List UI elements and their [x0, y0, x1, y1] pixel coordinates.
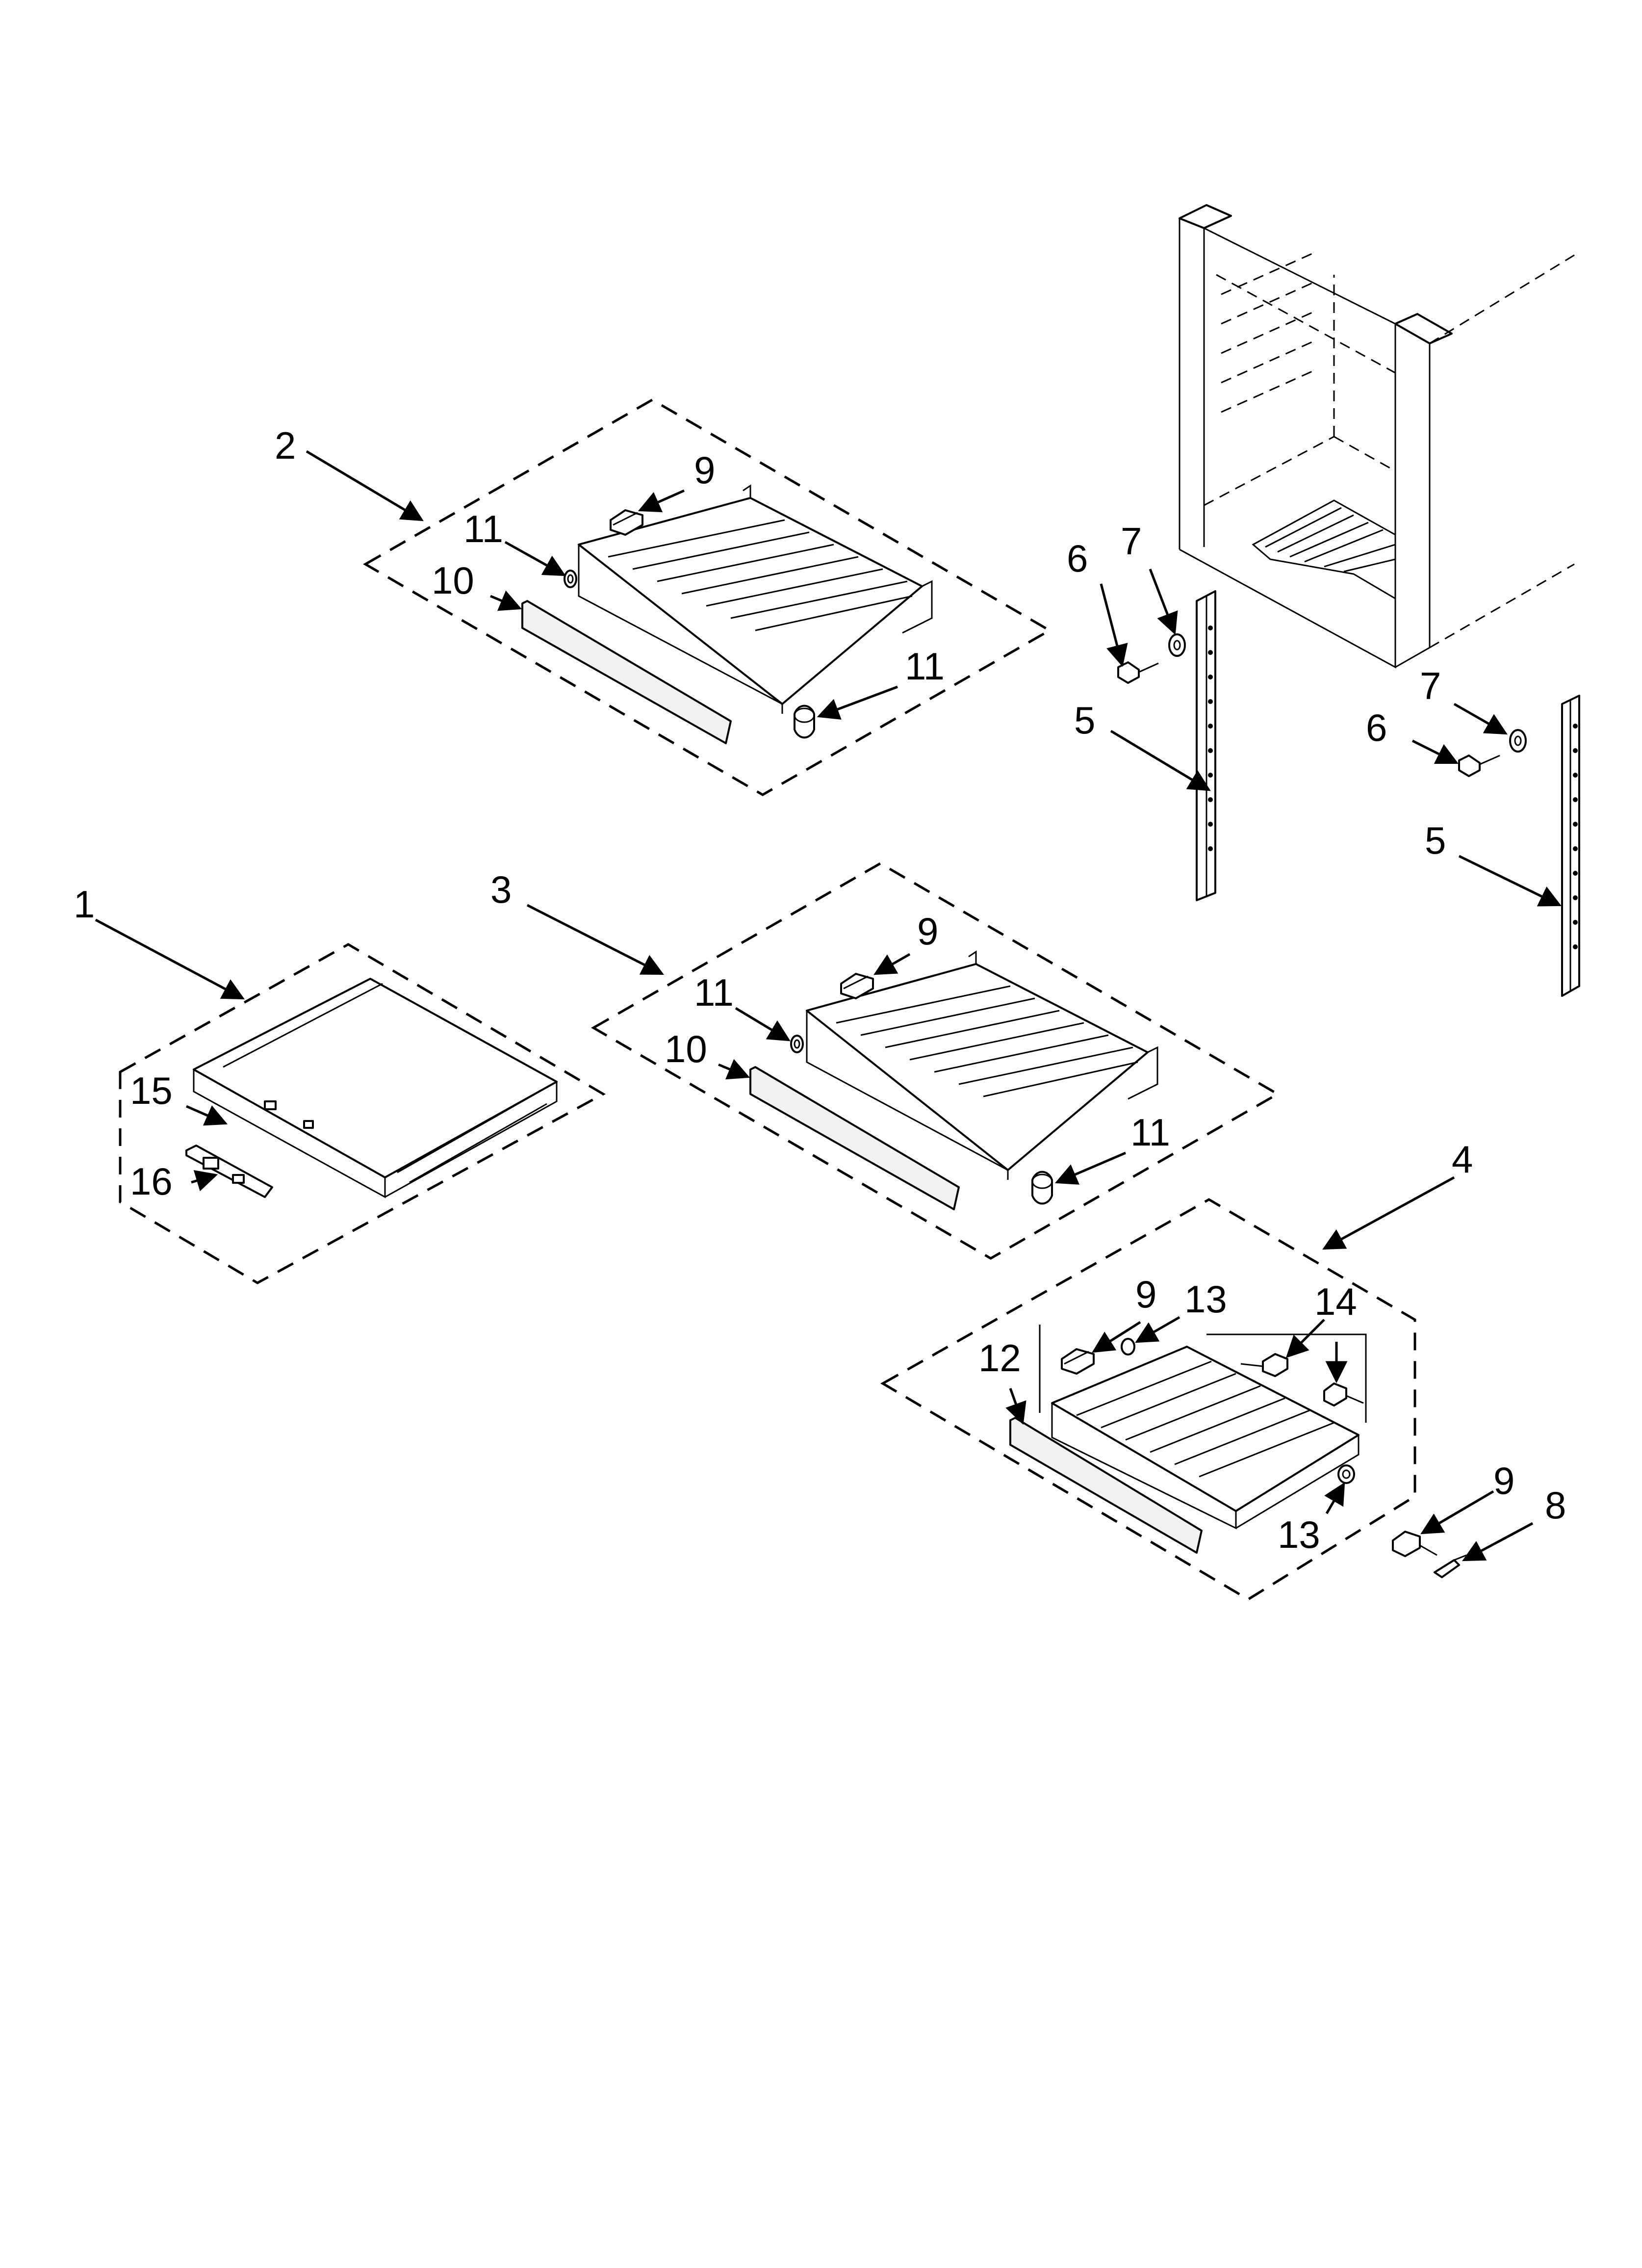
callout-16: 16	[130, 1160, 173, 1203]
shelf-2-wires	[608, 519, 913, 631]
rail-right	[1561, 695, 1580, 997]
callout-10: 10	[432, 559, 474, 602]
spacer-13-b	[1337, 1464, 1355, 1484]
screw-6-right	[1458, 755, 1500, 777]
washer-7-left	[1168, 633, 1186, 657]
callout-9: 9	[1135, 1273, 1156, 1316]
screw-14-a	[1240, 1353, 1288, 1377]
shelf-assembly-4	[880, 1198, 1416, 1601]
callout-12: 12	[978, 1336, 1021, 1380]
bushing-11-a	[564, 570, 577, 588]
callout-7: 7	[1420, 664, 1441, 707]
front-trim-10-b	[749, 1066, 960, 1210]
panel-assembly-1	[119, 943, 606, 1284]
rail-left	[1196, 590, 1216, 901]
bracket-16	[185, 1145, 273, 1198]
washer-7-right	[1509, 729, 1527, 753]
callout-6: 6	[1366, 706, 1387, 749]
callout-11: 11	[1130, 1111, 1170, 1154]
callout-9: 9	[694, 448, 715, 492]
screw-14-b	[1323, 1382, 1364, 1407]
callout-labels: 2 9 11 10 11 1 3 9 11 10 11 4 15 16 6 7 …	[74, 424, 1566, 1556]
callout-9: 9	[1493, 1459, 1514, 1502]
callout-10: 10	[665, 1027, 707, 1070]
callout-14: 14	[1314, 1280, 1357, 1323]
callout-6: 6	[1067, 537, 1088, 580]
callout-15: 15	[130, 1069, 173, 1112]
callout-11: 11	[694, 971, 734, 1014]
callout-5: 5	[1425, 819, 1446, 862]
callout-11: 11	[905, 645, 945, 688]
leader-lines	[95, 450, 1562, 1562]
screw-9-b	[840, 973, 874, 999]
callout-1: 1	[74, 883, 95, 926]
callout-5: 5	[1074, 699, 1095, 742]
handle-8	[1434, 1554, 1467, 1578]
cabinet-grille	[1252, 499, 1396, 600]
bushing-11-d	[1031, 1171, 1053, 1205]
callout-13: 13	[1278, 1513, 1320, 1556]
shelf-assembly-3	[590, 862, 1281, 1260]
panel-switch-15	[264, 1100, 314, 1129]
shelf-assembly-2	[362, 398, 1052, 796]
shelf-4-wires	[1076, 1360, 1334, 1478]
callout-11: 11	[463, 507, 503, 550]
front-trim-10-a	[521, 600, 732, 744]
shelf-3-wires	[836, 985, 1138, 1097]
callout-9: 9	[917, 910, 938, 953]
spacer-13-a	[1121, 1338, 1135, 1356]
callout-2: 2	[275, 424, 296, 467]
cabinet-outline	[1179, 204, 1575, 669]
screw-9-c	[1061, 1348, 1095, 1375]
callout-13: 13	[1184, 1277, 1227, 1321]
callout-4: 4	[1452, 1138, 1473, 1181]
bushing-11-c	[790, 1035, 804, 1053]
callout-8: 8	[1545, 1484, 1566, 1527]
callout-7: 7	[1121, 520, 1142, 563]
bushing-11-b	[794, 704, 815, 739]
screw-9-a	[610, 509, 643, 536]
screw-6-left	[1117, 661, 1159, 684]
screw-9-d	[1392, 1531, 1437, 1557]
callout-3: 3	[490, 868, 512, 911]
